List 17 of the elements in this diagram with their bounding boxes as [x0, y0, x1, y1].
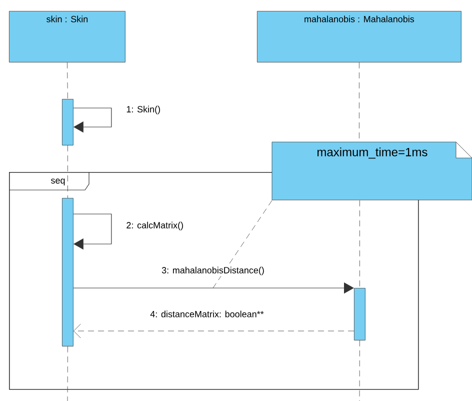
edge-label: 1: Skin() [125, 104, 162, 116]
note-box: maximum_time=1ms [272, 142, 472, 200]
lifeline [67, 62, 68, 100]
activation-bar [354, 288, 366, 340]
self-message-arrow [73, 214, 112, 250]
edge-label: 4: distanceMatrix: boolean** [149, 310, 265, 318]
activation-bar [62, 198, 74, 346]
edge-label: 2: calcMatrix() [125, 220, 185, 232]
leader-line [212, 200, 272, 288]
edge-label: 3: mahalanobisDistance() [160, 266, 266, 276]
lifeline [359, 340, 360, 401]
return-arrow [74, 324, 354, 338]
lifeline [67, 346, 68, 401]
self-message-arrow [73, 108, 112, 133]
lifeline-head-box: mahalanobis : Mahalanobis [257, 11, 462, 62]
lifeline-head-box: skin : Skin [9, 11, 126, 62]
activation-bar [62, 99, 74, 146]
